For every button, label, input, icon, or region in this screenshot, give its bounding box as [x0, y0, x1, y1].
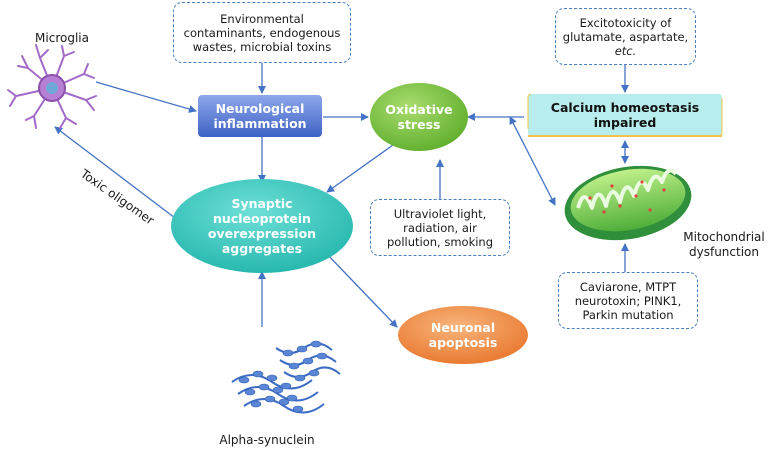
arrow-synaptic-to-microglia: [54, 126, 176, 219]
synaptic-aggregates-node: Synaptic nucleoprotein overexpression ag…: [171, 179, 353, 273]
neuronal-apoptosis-node: Neuronal apoptosis: [398, 306, 528, 364]
ultraviolet-line-2: radiation, air: [403, 220, 477, 235]
caviarone-line-3: Parkin mutation: [582, 307, 674, 322]
inflammation-line-1: Neurological: [215, 101, 305, 116]
mitochondrial-line-2: dysfunction: [689, 245, 759, 259]
alpha-synuclein-label: Alpha-synuclein: [219, 433, 315, 447]
synaptic-line-4: aggregates: [221, 241, 303, 256]
excitotoxicity-line-2: glutamate, aspartate,: [562, 29, 689, 44]
caviarone-line-2: neurotoxin; PINK1,: [574, 293, 682, 308]
ultraviolet-line-3: pollution, smoking: [386, 234, 494, 249]
calcium-line-2: impaired: [593, 115, 657, 130]
synaptic-node-shape: [171, 179, 353, 273]
oxidative-node-shape: [370, 83, 468, 151]
arrow-microglia-to-inflammation: [95, 81, 197, 113]
oxidative-stress-node: Oxidative stress: [370, 84, 468, 150]
apoptosis-node-shape: [398, 306, 528, 364]
synaptic-line-1: Synaptic: [231, 196, 293, 211]
synaptic-line-2: nucleoprotein: [213, 211, 311, 226]
calcium-node-shape: [527, 93, 723, 137]
microglia-label: Microglia: [35, 31, 89, 45]
environmental-box: Environmental contaminants, endogenous w…: [173, 2, 351, 63]
arrow-oxidative-mito: [509, 116, 556, 206]
caviarone-line-1: Caviarone, MTPT: [579, 279, 677, 294]
excitotoxicity-line-1: Excitotoxicity of: [579, 15, 672, 30]
arrow-synaptic-to-apoptosis: [324, 251, 398, 328]
synaptic-line-3: overexpression: [207, 226, 317, 241]
environmental-line-1: Environmental: [220, 11, 304, 26]
oxidative-line-1: Oxidative: [385, 102, 453, 117]
arrow-oxidative-to-synaptic: [326, 144, 394, 193]
caviarone-box: Caviarone, MTPT neurotoxin; PINK1, Parki…: [558, 272, 698, 329]
apoptosis-line-1: Neuronal: [430, 320, 496, 335]
apoptosis-line-2: apoptosis: [428, 335, 498, 350]
inflammation-line-2: inflammation: [213, 116, 307, 131]
calcium-line-1: Calcium homeostasis: [550, 100, 700, 115]
excitotoxicity-box: Excitotoxicity of glutamate, aspartate, …: [555, 8, 696, 65]
mitochondrial-dysfunction-label: Mitochondrial dysfunction: [676, 230, 771, 260]
ultraviolet-line-1: Ultraviolet light,: [393, 206, 487, 221]
calcium-homeostasis-node: Calcium homeostasis impaired: [528, 94, 722, 136]
microglia-icon: [7, 44, 97, 129]
ultraviolet-box: Ultraviolet light, radiation, air pollut…: [370, 199, 510, 256]
alpha-synuclein-icon: [231, 340, 341, 414]
neurological-inflammation-node: Neurological inflammation: [198, 95, 322, 137]
excitotoxicity-line-3: etc.: [614, 43, 637, 58]
oxidative-line-2: stress: [397, 117, 441, 132]
environmental-line-2: contaminants, endogenous: [183, 25, 341, 40]
environmental-line-3: wastes, microbial toxins: [192, 39, 332, 54]
mitochondrial-line-1: Mitochondrial: [683, 230, 765, 244]
mitochondria-icon: [564, 165, 692, 241]
inflammation-node-shape: [198, 95, 322, 137]
